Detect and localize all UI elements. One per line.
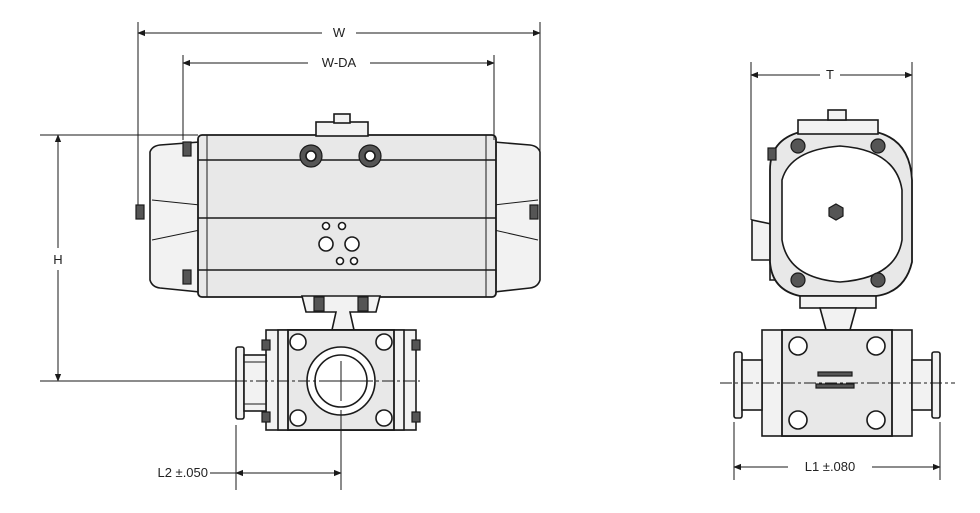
- dimension-l1-label: L1 ±.080: [805, 459, 856, 474]
- actuator-right-end-cap: [493, 141, 541, 293]
- bolt-icon: [182, 269, 192, 285]
- side-indicator: [797, 119, 879, 135]
- bolt-icon: [790, 272, 806, 288]
- dimension-w-label: W: [333, 25, 346, 40]
- drive-shaft-top: [333, 113, 351, 124]
- bolt-icon: [790, 138, 806, 154]
- side-left-clamp: [733, 351, 743, 419]
- dimension-l2-label: L2 ±.050: [157, 465, 208, 480]
- dimension-t-label: T: [826, 67, 834, 82]
- center-nut-icon: [828, 203, 844, 221]
- body-marking: [817, 371, 853, 377]
- actuator-left-end-cap: [149, 141, 201, 293]
- position-indicator: [315, 121, 369, 137]
- dimension-w-da-label: W-DA: [322, 55, 357, 70]
- bolt-icon: [870, 138, 886, 154]
- side-view: [733, 109, 941, 437]
- left-clamp-flange: [235, 346, 245, 420]
- dimension-h-label: H: [53, 252, 62, 267]
- front-view: [135, 113, 541, 431]
- bolt-icon: [870, 272, 886, 288]
- bolt-icon: [182, 141, 192, 157]
- bolt-icon: [529, 204, 539, 220]
- bolt-icon: [135, 204, 145, 220]
- side-right-clamp: [931, 351, 941, 419]
